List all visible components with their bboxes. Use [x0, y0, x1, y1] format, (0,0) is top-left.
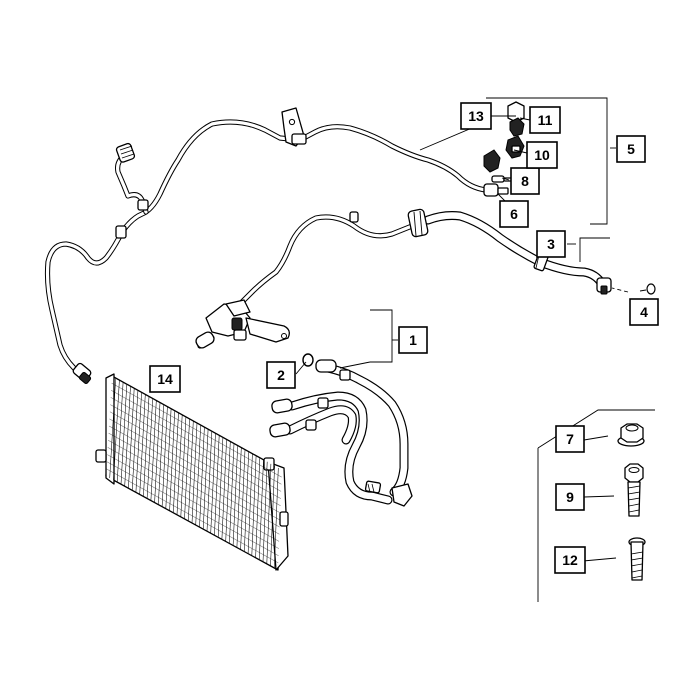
compressor-manifold-block	[195, 299, 290, 349]
part-12-bolt	[628, 537, 646, 581]
part-7-flange-nut	[617, 423, 645, 447]
callout-5: 5	[616, 135, 646, 163]
callout-12: 12	[554, 546, 586, 574]
liquid-line-tube	[44, 119, 489, 381]
callout-13: 13	[460, 102, 492, 130]
callout-8-label: 8	[521, 173, 529, 189]
callout-11: 11	[529, 106, 561, 134]
kit-bracket-3	[567, 237, 610, 262]
callout-12-label: 12	[562, 552, 578, 568]
callout-9: 9	[555, 483, 585, 511]
callout-1-label: 1	[409, 332, 417, 348]
callout-4-label: 4	[640, 304, 648, 320]
callout-11-label: 11	[538, 112, 553, 128]
callout-8: 8	[510, 167, 540, 195]
callout-6: 6	[499, 200, 529, 228]
callout-14-label: 14	[157, 371, 173, 387]
pressure-sensor-branch	[115, 142, 149, 239]
callout-4: 4	[629, 298, 659, 326]
callout-1: 1	[398, 326, 428, 354]
callout-14: 14	[149, 365, 181, 393]
callout-9-label: 9	[566, 489, 574, 505]
callout-10-label: 10	[534, 147, 550, 163]
callout-5-label: 5	[627, 141, 635, 157]
discharge-hose-assembly	[269, 359, 413, 507]
callout-2: 2	[266, 361, 296, 389]
condenser-line-fitting	[72, 362, 92, 384]
kit-bracket-1	[339, 309, 398, 369]
part-8-valve-core	[491, 175, 513, 183]
part-10-cap	[483, 135, 525, 173]
line-mounting-bracket	[281, 107, 307, 147]
part-11-cap	[507, 101, 525, 137]
callout-3: 3	[536, 230, 566, 258]
callout-7: 7	[555, 425, 585, 453]
callout-7-label: 7	[566, 431, 574, 447]
part-6-fitting	[483, 183, 509, 197]
callout-13-label: 13	[468, 108, 484, 124]
part-9-stud-bolt	[624, 463, 644, 517]
seal-ring-4	[646, 283, 656, 295]
callout-3-label: 3	[547, 236, 555, 252]
kit-bracket-5	[486, 97, 616, 225]
callout-10: 10	[526, 141, 558, 169]
callout-6-label: 6	[510, 206, 518, 222]
suction-line-hose	[237, 208, 612, 307]
condenser-fins	[106, 377, 282, 569]
callout-2-label: 2	[277, 367, 285, 383]
